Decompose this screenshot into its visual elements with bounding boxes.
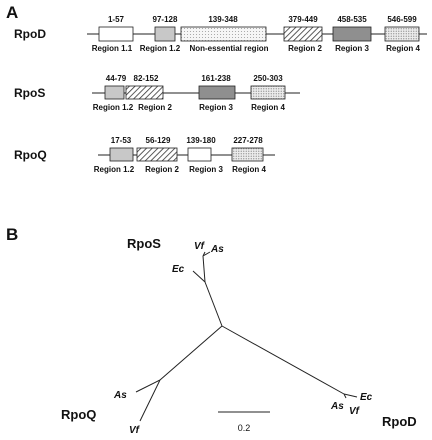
tree-branch [343,393,347,399]
species-label: Vf [349,406,361,417]
tree-branch [192,270,206,283]
tree-branch [139,379,161,422]
domain-range: 379-449 [288,15,318,24]
domain-label: Region 4 [386,44,420,53]
protein-name: RpoS [14,86,45,100]
tree-branch [202,255,206,283]
domain-block: 82-152 Region 2 [125,74,172,112]
domain-block: 546-599 Region 4 [384,15,420,53]
domain-range: 546-599 [387,15,417,24]
domain-range: 1-57 [108,15,125,24]
domain-block: 139-348 Non-essential region [180,15,269,53]
species-label: Vf [129,425,141,436]
domain-range: 82-152 [134,74,159,83]
species-label: Ec [172,264,185,275]
domain-label: Region 4 [232,165,266,174]
tree-label-rpod: RpoD [382,414,417,429]
scale-bar-label: 0.2 [238,423,251,433]
protein-rpoq: RpoQ 17-53 Region 1.2 56-129 Region 2 13… [14,136,275,174]
domain-block: 56-129 Region 2 [136,136,179,174]
tree-branch [204,281,223,327]
domain-label: Non-essential region [189,44,268,53]
domain-range: 44-79 [106,74,127,83]
species-label: As [113,390,127,401]
protein-name: RpoQ [14,148,47,162]
domain-block: 161-238 Region 3 [198,74,236,112]
tree-branch [135,379,161,393]
domain-range: 458-535 [337,15,367,24]
species-label: Ec [360,392,373,403]
protein-rpos: RpoS 44-79 Region 1.2 82-152 Region 2 16… [14,74,300,112]
domain-range: 161-238 [201,74,231,83]
tree-label-rpoq: RpoQ [61,407,96,422]
domain-label: Region 1.2 [140,44,181,53]
domain-range: 139-180 [186,136,216,145]
phylogenetic-tree [135,251,358,422]
domain-block: 44-79 Region 1.2 [93,74,134,112]
domain-block: 17-53 Region 1.2 [94,136,135,174]
tree-branch [159,325,223,381]
domain-label: Region 1.1 [92,44,133,53]
domain-range: 139-348 [208,15,238,24]
domain-block: 1-57 Region 1.1 [92,15,134,53]
domain-label: Region 2 [288,44,322,53]
domain-label: Region 4 [251,103,285,112]
panel-a-label: A [6,3,18,22]
domain-label: Region 2 [145,165,179,174]
species-label: As [330,401,344,412]
domain-label: Region 3 [335,44,369,53]
domain-block: 379-449 Region 2 [283,15,322,53]
domain-range: 56-129 [146,136,171,145]
domain-label: Region 2 [138,103,172,112]
domain-range: 227-278 [233,136,263,145]
tree-branch [343,393,358,398]
domain-block: 458-535 Region 3 [332,15,372,53]
domain-block: 97-128 Region 1.2 [140,15,181,53]
domain-label: Region 3 [189,165,223,174]
domain-range: 97-128 [153,15,178,24]
domain-range: 250-303 [253,74,283,83]
protein-rpod: RpoD 1-57 Region 1.1 97-128 Region 1.2 1… [14,15,427,53]
species-label: As [210,244,224,255]
species-label: Vf [194,241,206,252]
domain-label: Region 1.2 [94,165,135,174]
domain-label: Region 1.2 [93,103,134,112]
tree-branch [221,325,345,395]
domain-block: 139-180 Region 3 [186,136,223,174]
domain-range: 17-53 [111,136,132,145]
domain-label: Region 3 [199,103,233,112]
domain-block: 250-303 Region 4 [250,74,285,112]
panel-b-label: B [6,225,18,244]
tree-label-rpos: RpoS [127,236,161,251]
protein-name: RpoD [14,27,46,41]
tree-branch [202,251,211,257]
domain-block: 227-278 Region 4 [231,136,266,174]
